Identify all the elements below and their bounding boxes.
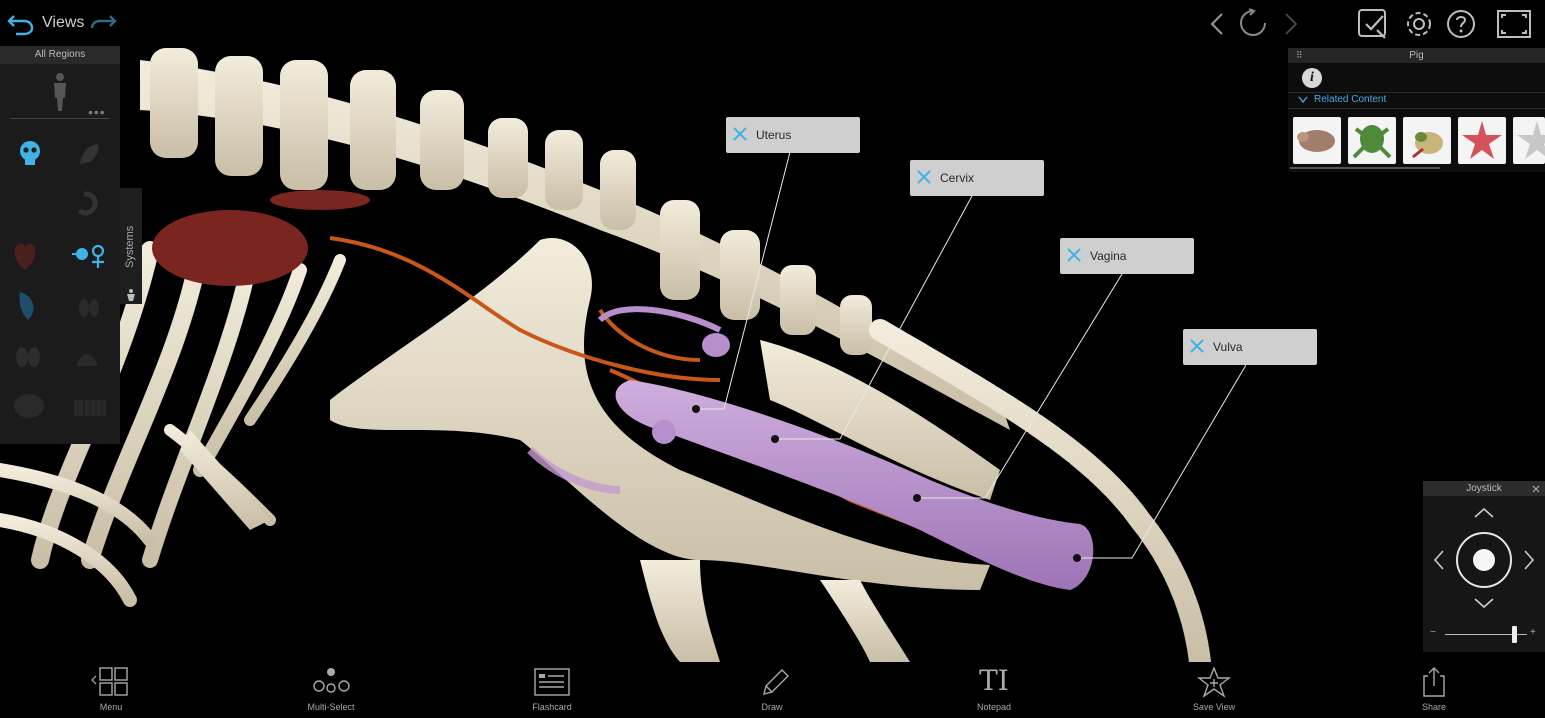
info-panel-title[interactable]: Pig [1288,48,1545,63]
zoom-slider-track[interactable] [1445,634,1527,635]
previous-view-icon[interactable] [1206,10,1230,38]
draw-label: Draw [761,702,783,712]
close-icon[interactable] [732,126,748,142]
multi-select-button[interactable]: Multi-Select [286,662,376,718]
menu-label: Menu [99,702,123,712]
divider [10,118,110,119]
figure-toggle-icon[interactable] [124,288,138,302]
menu-button[interactable]: Menu [66,662,156,718]
skeletal-system-icon[interactable] [18,140,42,166]
reset-view-icon[interactable] [1238,8,1268,38]
flashcard-icon [534,668,570,696]
label-text: Cervix [940,171,975,185]
label-pins [692,405,1081,562]
joystick-title[interactable]: Joystick [1423,481,1545,496]
systems-tab[interactable] [120,188,142,304]
notepad-button[interactable]: TI Notepad [949,662,1039,718]
flashcard-button[interactable]: Flashcard [507,662,597,718]
drag-handle-icon[interactable]: ⠿ [1296,50,1303,60]
joystick-right-icon[interactable] [1523,549,1535,571]
info-panel: Pig ⠿ i Related Content [1288,48,1545,172]
systems-tab-label[interactable]: Systems [124,225,136,268]
share-label: Share [1421,702,1447,712]
muscular-system-icon[interactable] [76,140,104,168]
close-icon[interactable] [1189,338,1205,354]
respiratory-system-icon[interactable] [14,342,42,370]
urinary-system-icon[interactable] [76,296,102,324]
pencil-icon [763,669,789,695]
star-icon [1196,666,1232,698]
related-thumbnail-rat[interactable] [1293,117,1341,164]
info-icon[interactable]: i [1302,68,1322,88]
regions-panel: All Regions ••• [0,46,120,444]
label-cervix[interactable]: Cervix [910,160,1044,196]
integumentary-system-icon[interactable] [72,396,108,420]
lymphatic-system-icon[interactable] [14,290,40,322]
menu-icon [91,667,128,696]
joystick-left-icon[interactable] [1433,549,1445,571]
text-tool-icon: TI [979,664,1009,697]
multi-select-label: Multi-Select [307,702,355,712]
spine [140,48,1010,430]
quiz-icon[interactable] [1357,8,1389,40]
joystick-up-icon[interactable] [1473,507,1495,519]
share-icon [1423,667,1445,697]
save-view-label: Save View [1192,702,1236,712]
notepad-label: Notepad [976,702,1012,712]
endocrine-system-icon[interactable] [72,342,102,370]
reproductive-tract [615,380,1094,590]
more-options-icon[interactable]: ••• [88,104,106,120]
settings-icon[interactable] [1403,8,1435,40]
chevron-down-icon[interactable] [1298,96,1308,104]
divider [1288,108,1545,109]
joystick-down-icon[interactable] [1473,597,1495,609]
label-vagina[interactable]: Vagina [1060,238,1194,274]
joystick-knob[interactable] [1455,531,1513,589]
close-icon[interactable] [1531,484,1541,494]
pelvis [330,238,990,590]
label-leader-lines [696,151,1247,559]
redo-icon[interactable] [88,10,118,36]
views-label[interactable]: Views [42,14,85,31]
zoom-in-label[interactable]: + [1530,627,1536,638]
tail [869,319,1211,662]
close-icon[interactable] [1066,247,1082,263]
label-vulva[interactable]: Vulva [1183,329,1317,365]
help-icon[interactable] [1445,8,1477,40]
undo-icon[interactable] [6,10,36,36]
zoom-out-label[interactable]: − [1430,627,1436,638]
label-uterus[interactable]: Uterus [726,117,860,153]
close-icon[interactable] [916,169,932,185]
nervous-system-icon[interactable] [12,390,46,422]
divider [1288,92,1545,93]
save-view-button[interactable]: Save View [1169,662,1259,718]
cardiovascular-system-icon[interactable] [10,236,40,272]
draw-button[interactable]: Draw [727,662,817,718]
fullscreen-icon[interactable] [1496,8,1532,40]
flashcard-label: Flashcard [532,702,572,712]
anatomy-3d-viewport[interactable] [0,0,1545,662]
body-figure-icon[interactable] [50,72,70,112]
reproductive-system-icon[interactable] [72,242,108,272]
label-text: Vulva [1213,340,1243,354]
related-thumbnail-frog[interactable] [1348,117,1396,164]
label-text: Vagina [1090,249,1127,263]
kidney-organ [152,210,308,286]
thumbnail-scrollbar[interactable] [1290,167,1440,169]
related-thumbnail-frog-skeleton[interactable] [1403,117,1451,164]
multi-select-icon [313,668,350,693]
regions-panel-title[interactable]: All Regions [0,46,120,64]
next-view-icon[interactable] [1278,10,1302,38]
related-thumbnail-starfish-2[interactable] [1513,117,1545,164]
joystick-panel: Joystick − + [1423,481,1545,652]
label-text: Uterus [756,128,792,142]
share-button[interactable]: Share [1389,662,1479,718]
related-content-label[interactable]: Related Content [1314,94,1387,105]
zoom-slider-thumb[interactable] [1512,626,1518,643]
related-thumbnail-starfish[interactable] [1458,117,1506,164]
digestive-system-icon[interactable] [76,190,102,218]
